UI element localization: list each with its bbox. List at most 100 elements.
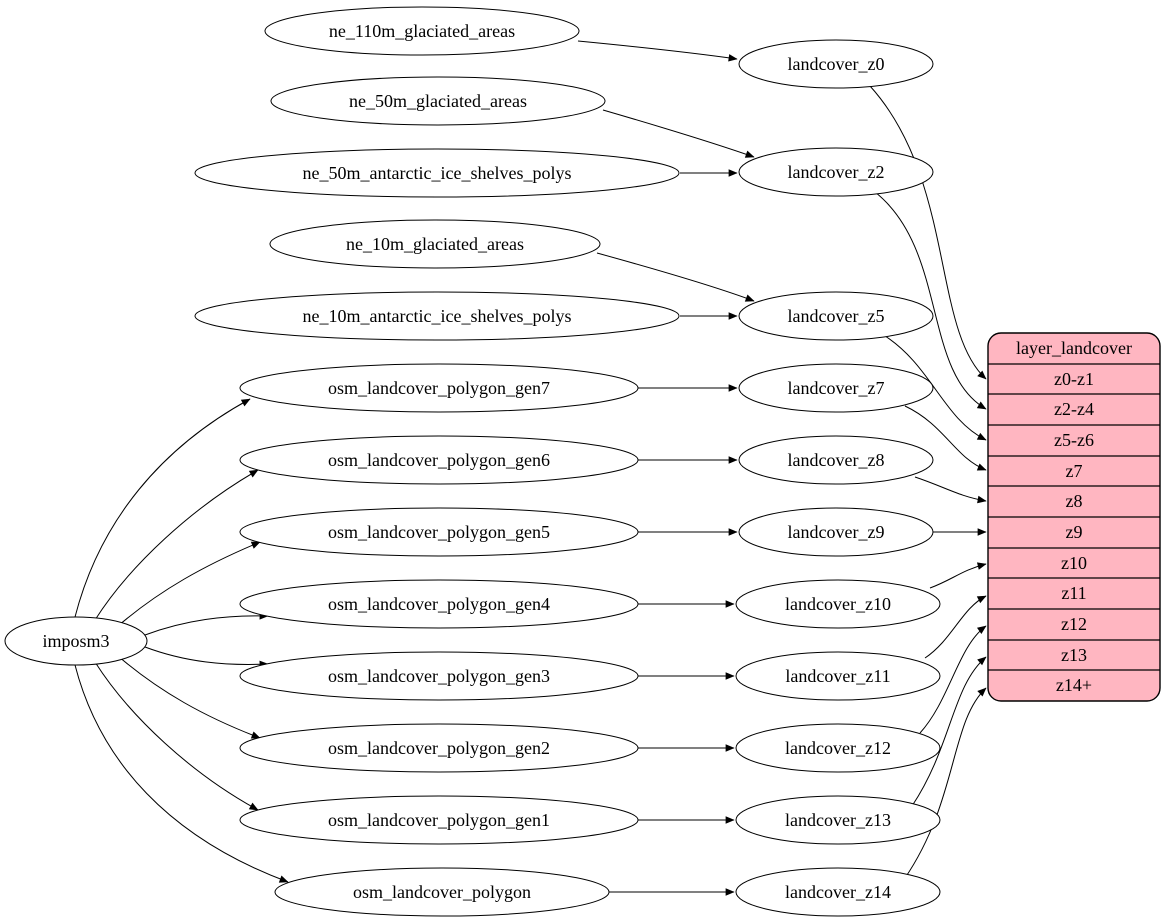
node-osm-landcover-polygon-gen4: osm_landcover_polygon_gen4: [239, 579, 639, 629]
node-landcover-z14: landcover_z14: [735, 867, 941, 917]
source-label: ne_10m_antarctic_ice_shelves_polys: [303, 306, 572, 326]
edge-z11-to-row-z11: [924, 595, 987, 659]
layer-ellipse: [735, 867, 941, 917]
table-row-z10: z10: [1061, 553, 1087, 573]
edge-imposm3-to-gen7: [74, 398, 251, 618]
edge-z10-to-row-z10: [929, 562, 987, 589]
layer-label: landcover_z8: [788, 450, 885, 470]
source-label: osm_landcover_polygon_gen2: [328, 738, 550, 758]
edge-imposm3-to-gen5: [117, 541, 261, 627]
edge-z7-to-row-z7: [904, 405, 987, 471]
source-ellipse: [239, 507, 639, 557]
node-osm-landcover-polygon-gen6: osm_landcover_polygon_gen6: [239, 435, 639, 485]
layer-label: landcover_z14: [785, 882, 891, 902]
node-osm-landcover-polygon-gen7: osm_landcover_polygon_gen7: [239, 363, 639, 413]
table-row-z2-z4: z2-z4: [1054, 399, 1094, 419]
node-imposm3: imposm3: [4, 616, 148, 666]
table-row-z14plus: z14+: [1056, 675, 1092, 695]
layer-ellipse: [735, 651, 941, 701]
edge-z2-to-row-z2-z4: [874, 191, 987, 410]
edge-z12-to-row-z12: [919, 625, 987, 734]
layer-ellipse: [738, 435, 934, 485]
node-osm-landcover-polygon-gen2: osm_landcover_polygon_gen2: [239, 723, 639, 773]
node-landcover-z10: landcover_z10: [735, 579, 941, 629]
source-label: osm_landcover_polygon: [353, 882, 531, 902]
node-landcover-z13: landcover_z13: [735, 795, 941, 845]
source-ellipse: [264, 6, 580, 56]
layer-label: landcover_z2: [788, 162, 885, 182]
node-ne-110m-glaciated-areas: ne_110m_glaciated_areas: [264, 6, 580, 56]
edge-z13-to-row-z13: [911, 656, 987, 807]
node-osm-landcover-polygon-gen1: osm_landcover_polygon_gen1: [239, 795, 639, 845]
layer-label: landcover_z10: [785, 594, 891, 614]
edges: [74, 40, 987, 896]
table-row-z0-z1: z0-z1: [1054, 369, 1094, 389]
node-ne-50m-antarctic-ice-shelves-polys: ne_50m_antarctic_ice_shelves_polys: [194, 148, 680, 198]
node-landcover-z5: landcover_z5: [738, 291, 934, 341]
layer-ellipse: [738, 147, 934, 197]
node-landcover-z9: landcover_z9: [738, 507, 934, 557]
source-label: ne_50m_glaciated_areas: [349, 91, 527, 111]
source-ellipse: [194, 148, 680, 198]
edge-ne10m-to-z5: [596, 252, 755, 302]
source-ellipse: [239, 723, 639, 773]
edge-z5-to-row-z5-z6: [881, 333, 987, 441]
node-landcover-z2: landcover_z2: [738, 147, 934, 197]
layer-label: landcover_z12: [785, 738, 891, 758]
source-ellipse: [270, 76, 606, 126]
layer-ellipse: [738, 39, 934, 89]
source-ellipse: [239, 435, 639, 485]
source-label: ne_50m_antarctic_ice_shelves_polys: [303, 163, 572, 183]
edge-z14-to-row-z14plus: [904, 687, 987, 879]
layer-label: landcover_z11: [785, 666, 890, 686]
source-label: osm_landcover_polygon_gen7: [328, 378, 550, 398]
table-row-z9: z9: [1066, 522, 1083, 542]
table-row-z13: z13: [1061, 645, 1087, 665]
source-ellipse: [269, 219, 601, 269]
source-label: osm_landcover_polygon_gen5: [328, 522, 550, 542]
imposm3-label: imposm3: [42, 631, 109, 651]
source-ellipse: [194, 291, 680, 341]
layer-landcover-table: layer_landcover z0-z1 z2-z4 z5-z6 z7 z8 …: [987, 332, 1161, 702]
edge-imposm3-to-gen4: [144, 612, 269, 636]
node-osm-landcover-polygon-gen3: osm_landcover_polygon_gen3: [239, 651, 639, 701]
table-row-z5-z6: z5-z6: [1054, 430, 1094, 450]
table-row-z12: z12: [1061, 614, 1087, 634]
edge-imposm3-to-polygon: [74, 664, 289, 883]
node-ne-10m-antarctic-ice-shelves-polys: ne_10m_antarctic_ice_shelves_polys: [194, 291, 680, 341]
node-landcover-z7: landcover_z7: [738, 363, 934, 413]
layer-label: landcover_z7: [788, 378, 885, 398]
source-ellipse: [239, 651, 639, 701]
layer-ellipse: [738, 507, 934, 557]
table-row-z7: z7: [1066, 461, 1083, 481]
table-row-z8: z8: [1066, 491, 1083, 511]
layer-ellipse: [738, 363, 934, 413]
node-ne-10m-glaciated-areas: ne_10m_glaciated_areas: [269, 219, 601, 269]
layer-label: landcover_z9: [788, 522, 885, 542]
node-osm-landcover-polygon-gen5: osm_landcover_polygon_gen5: [239, 507, 639, 557]
layer-label: landcover_z5: [788, 306, 885, 326]
node-ne-50m-glaciated-areas: ne_50m_glaciated_areas: [270, 76, 606, 126]
edge-z0-to-row-z0-z1: [869, 85, 987, 380]
edge-imposm3-to-gen1: [94, 661, 259, 811]
edge-imposm3-to-gen6: [94, 469, 259, 621]
layer-label: landcover_z13: [785, 810, 891, 830]
source-ellipse: [239, 579, 639, 629]
table-title: layer_landcover: [1016, 338, 1132, 358]
edge-imposm3-to-gen2: [117, 655, 261, 739]
node-landcover-z11: landcover_z11: [735, 651, 941, 701]
edge-ne50m-to-z2: [602, 109, 755, 158]
node-osm-landcover-polygon: osm_landcover_polygon: [274, 867, 610, 917]
source-label: osm_landcover_polygon_gen6: [328, 450, 550, 470]
layer-ellipse: [735, 795, 941, 845]
node-landcover-z8: landcover_z8: [738, 435, 934, 485]
source-label: ne_110m_glaciated_areas: [329, 21, 515, 41]
layer-ellipse: [735, 723, 941, 773]
layer-label: landcover_z0: [788, 54, 885, 74]
table-row-z11: z11: [1061, 583, 1086, 603]
source-label: osm_landcover_polygon_gen3: [328, 666, 550, 686]
edge-ne110m-to-z0: [577, 40, 738, 62]
node-landcover-z0: landcover_z0: [738, 39, 934, 89]
